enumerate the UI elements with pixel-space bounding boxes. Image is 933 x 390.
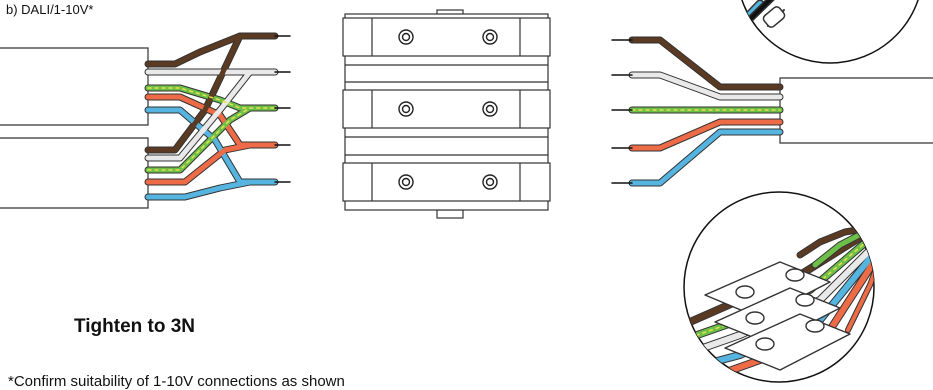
cable-left-lower — [0, 137, 149, 209]
detail-inset-bottom — [683, 191, 875, 383]
screw-icon — [398, 174, 414, 190]
screw-icon — [398, 29, 414, 45]
detail-inset-top — [737, 0, 919, 64]
screw-icon — [482, 29, 498, 45]
cable-left-upper — [0, 47, 149, 126]
wires-left — [144, 32, 291, 201]
screw-icon — [398, 101, 414, 117]
screw-icon — [482, 174, 498, 190]
terminal-connector-block — [342, 9, 551, 219]
tighten-instruction: Tighten to 3N — [74, 316, 196, 337]
footnote: *Confirm suitability of 1-10V connection… — [8, 373, 345, 390]
screws — [398, 29, 498, 190]
wires-right — [611, 36, 784, 187]
cable-right — [779, 77, 933, 144]
section-label: b) DALI/1-10V* — [6, 2, 94, 17]
screw-icon — [482, 101, 498, 117]
